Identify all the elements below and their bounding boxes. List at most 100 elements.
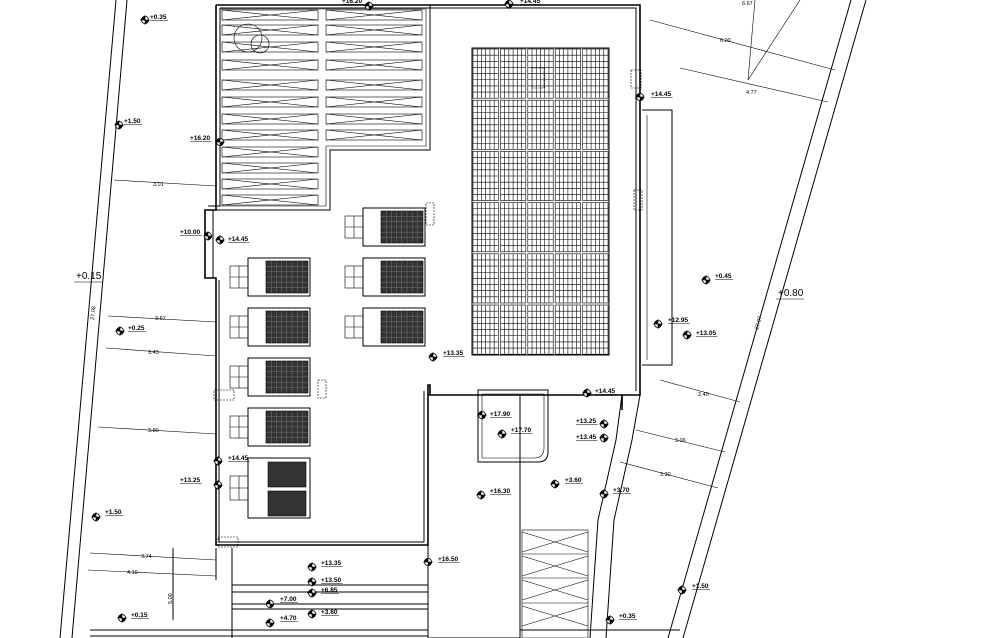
solar-panel — [500, 99, 527, 150]
level-marker-stair-1790: +17.90 — [477, 410, 512, 420]
bottom-structure — [90, 548, 680, 638]
solar-panel — [554, 304, 581, 355]
solar-panel — [582, 151, 609, 201]
ramp — [521, 394, 641, 638]
service-boxes — [213, 67, 643, 548]
level-label: +14.45 — [228, 236, 248, 243]
big-level-left-text: +0.15 — [76, 271, 102, 282]
level-marker-mid-1630: +16.30 — [476, 488, 512, 500]
level-label: +16.50 — [438, 556, 458, 563]
level-marker-bot-470: +4.70 — [265, 615, 298, 628]
level-label: +14.45 — [651, 91, 671, 98]
level-marker-bot-1350: +13.50 — [307, 577, 343, 587]
solar-panel — [554, 202, 581, 253]
level-label: +3.60 — [565, 477, 582, 484]
solar-panel — [500, 151, 527, 201]
level-label: +13.35 — [443, 350, 463, 357]
equipment-unit — [344, 257, 426, 297]
dim-500: 5.00 — [168, 593, 174, 604]
level-marker-mid-1335: +13.35 — [428, 350, 465, 362]
equipment-unit — [229, 407, 311, 447]
solar-panel — [527, 253, 554, 304]
level-label: +7.00 — [280, 596, 297, 603]
level-marker-right-1445-top: +14.45 — [635, 91, 673, 102]
solar-panel — [472, 151, 499, 201]
dim-380: 3.80 — [148, 428, 159, 434]
dim-2797: 27.97 — [754, 316, 764, 331]
solar-panel — [527, 304, 554, 355]
level-marker-mid-1650: +16.50 — [423, 556, 460, 567]
level-marker-bot-1335: +13.35 — [307, 560, 343, 572]
right-side-strip — [642, 109, 673, 366]
level-marker-right-1345: +13.45 — [576, 433, 609, 443]
equipment-unit — [229, 357, 311, 397]
level-marker-bot-right-035: +0.35 — [605, 613, 637, 625]
level-marker-bot-685: +6.85 — [307, 587, 339, 598]
solar-panel — [527, 202, 554, 253]
equipment-unit — [229, 307, 311, 347]
equipment-unit — [344, 307, 426, 347]
level-label: +17.90 — [490, 411, 510, 418]
level-label: +14.45 — [595, 388, 615, 395]
solar-panel — [472, 202, 499, 253]
big-level-right-text: +0.80 — [778, 288, 804, 299]
level-marker-right-360: +3.60 — [550, 477, 583, 489]
property-boundary-right — [667, 0, 867, 638]
solar-panel — [582, 48, 609, 99]
level-label: +4.70 — [280, 615, 297, 622]
level-marker-right-370: +3.70 — [599, 487, 631, 499]
level-label: +13.05 — [696, 330, 716, 337]
level-label: +6.85 — [321, 587, 338, 594]
level-label: +14.45 — [520, 0, 540, 5]
dim-367: 3.67 — [155, 316, 166, 322]
solar-panel — [472, 99, 499, 150]
level-label: +0.35 — [619, 613, 636, 620]
level-marker-left-1000: +10.00 — [180, 229, 213, 241]
level-label: +16.20 — [190, 135, 210, 142]
equipment-unit — [344, 207, 426, 247]
big-level-left: +0.15 — [74, 271, 102, 283]
level-label: +0.35 — [150, 14, 167, 21]
solar-panel — [500, 253, 527, 304]
level-marker-left-1445-b: +14.45 — [213, 455, 250, 466]
panel-box-left — [216, 4, 431, 211]
level-marker-right-045: +0.45 — [701, 273, 733, 285]
solar-panel — [582, 304, 609, 355]
level-label: +17.70 — [511, 427, 531, 434]
dim-410: 4.10 — [127, 570, 138, 576]
dim-600: 6.00 — [720, 38, 731, 44]
level-marker-right-1445-mid: +14.45 — [582, 388, 617, 398]
level-marker-right-1325: +13.25 — [576, 418, 609, 429]
level-marker-bot-360: +3.60 — [307, 609, 339, 619]
stair-core — [427, 389, 549, 638]
level-label: +1.50 — [692, 583, 709, 590]
level-label: +1.50 — [124, 118, 141, 125]
level-label: +13.50 — [321, 577, 341, 584]
level-marker-right-1295: +12.95 — [653, 317, 690, 329]
level-label: +13.25 — [180, 477, 200, 484]
level-label: +3.60 — [321, 609, 338, 616]
solar-panel — [582, 253, 609, 304]
level-label: +13.25 — [576, 418, 596, 425]
hvac-units — [229, 207, 426, 519]
solar-panel — [500, 48, 527, 99]
level-marker-stair-1770: +17.70 — [497, 427, 533, 439]
solar-panel — [582, 99, 609, 150]
level-label: +0.15 — [131, 612, 148, 619]
level-marker-right-1305: +13.05 — [682, 330, 718, 340]
dim-2708: 27.08 — [90, 306, 97, 320]
equipment-unit — [229, 257, 311, 297]
solar-array-main — [471, 47, 610, 356]
level-label: +13.45 — [576, 434, 596, 441]
level-marker-top-1620: +16.20 — [342, 0, 374, 11]
dim-330: 3.30 — [660, 472, 671, 478]
dim-477: 4.77 — [746, 90, 757, 96]
solar-panel — [582, 202, 609, 253]
solar-panel — [527, 99, 554, 150]
level-marker-left-150-top: +1.50 — [114, 118, 142, 130]
level-label: +10.00 — [180, 229, 200, 236]
solar-panel — [554, 253, 581, 304]
solar-panel — [500, 304, 527, 355]
solar-panel — [472, 48, 499, 99]
